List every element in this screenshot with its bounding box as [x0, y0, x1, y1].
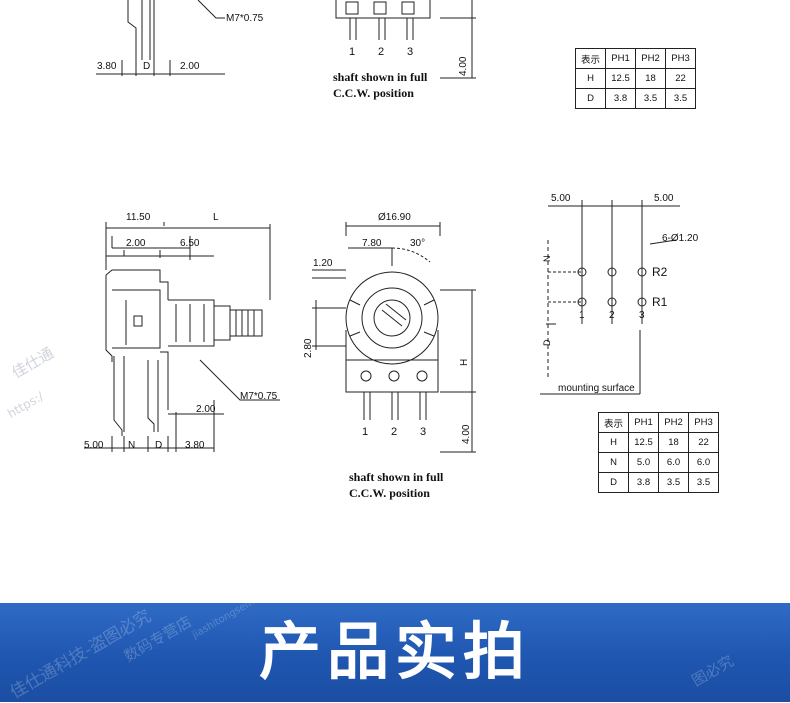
table-header-cell: 表示 [575, 48, 606, 69]
spec-table-bottom: 表示 PH1 PH2 PH3 H 12.5 18 22 N 5.0 6.0 6.… [598, 412, 719, 493]
dim-n: N [128, 440, 136, 451]
table-cell: H [598, 432, 629, 453]
table-cell: H [575, 68, 606, 89]
pcb-pin-1: 1 [579, 310, 585, 321]
table-row: D 3.8 3.5 3.5 [575, 88, 696, 109]
shaft-note-line2: C.C.W. position [333, 86, 414, 100]
pcb-dim-5-00-left: 5.00 [551, 193, 571, 204]
front-shaft-note-line1: shaft shown in full [349, 470, 444, 484]
table-cell: N [598, 452, 629, 473]
table-header-row: 表示 PH1 PH2 PH3 [575, 48, 696, 69]
table-header-cell: PH1 [628, 412, 659, 433]
dim-d-side: D [155, 440, 163, 451]
thread-label: M7*0.75 [226, 13, 264, 24]
front-shaft-note-line2: C.C.W. position [349, 486, 430, 500]
table-cell: 3.5 [658, 472, 689, 493]
dim-1-20: 1.20 [313, 258, 333, 269]
hole-spec: 6-Ø1.20 [662, 233, 699, 244]
dim-4-00: 4.00 [458, 56, 469, 76]
mounting-surface-label: mounting surface [558, 383, 635, 394]
table-header-cell: PH2 [658, 412, 689, 433]
table-cell: 3.8 [628, 472, 659, 493]
dim-h: H [459, 358, 470, 366]
pcb-view [540, 200, 680, 395]
table-row: H 12.5 18 22 [575, 68, 696, 89]
side-view [84, 222, 280, 452]
dim-3-80: 3.80 [97, 61, 117, 72]
table-cell: 18 [635, 68, 666, 89]
dim-2-80: 2.80 [303, 338, 314, 358]
pin-3-label: 3 [407, 46, 414, 58]
dim-6-50: 6.50 [180, 238, 200, 249]
pin-1-label: 1 [349, 46, 356, 58]
table-cell: D [575, 88, 606, 109]
table-cell: 5.0 [628, 452, 659, 473]
pin-2-label: 2 [378, 46, 385, 58]
table-cell: 6.0 [658, 452, 689, 473]
pcb-dim-5-00-right: 5.00 [654, 193, 674, 204]
pcb-pin-3: 3 [639, 310, 645, 321]
front-pin-1: 1 [362, 426, 369, 438]
dim-2-00: 2.00 [180, 61, 200, 72]
front-pin-2: 2 [391, 426, 398, 438]
table-cell: 3.5 [635, 88, 666, 109]
section-title: 产品实拍 [258, 615, 531, 688]
dim-11-50: 11.50 [126, 212, 151, 223]
dim-l: L [213, 212, 219, 223]
table-header-row: 表示 PH1 PH2 PH3 [598, 412, 719, 433]
table-header-cell: PH1 [605, 48, 636, 69]
table-row: N 5.0 6.0 6.0 [598, 452, 719, 473]
table-header-cell: PH2 [635, 48, 666, 69]
dim-2-00-a: 2.00 [126, 238, 146, 249]
angle-30: 30° [410, 238, 426, 249]
section-banner [0, 603, 790, 702]
spec-table-top: 表示 PH1 PH2 PH3 H 12.5 18 22 D 3.8 3.5 3.… [575, 48, 696, 109]
front-view [312, 222, 476, 453]
table-cell: 22 [688, 432, 719, 453]
table-cell: 3.8 [605, 88, 636, 109]
r1-label: R1 [652, 295, 668, 309]
table-cell: 3.5 [665, 88, 696, 109]
pcb-dim-d: D [542, 339, 552, 347]
table-row: D 3.8 3.5 3.5 [598, 472, 719, 493]
dim-2-00-b: 2.00 [196, 404, 216, 415]
pcb-pin-2: 2 [609, 310, 615, 321]
table-cell: D [598, 472, 629, 493]
dim-5-00: 5.00 [84, 440, 104, 451]
table-cell: 18 [658, 432, 689, 453]
table-header-cell: PH3 [688, 412, 719, 433]
table-cell: 12.5 [628, 432, 659, 453]
top-front-view-fragment [335, 0, 476, 79]
dia-16-90: Ø16.90 [378, 212, 411, 223]
thread-label-side: M7*0.75 [240, 391, 278, 402]
top-side-view-fragment [96, 0, 225, 76]
table-cell: 12.5 [605, 68, 636, 89]
dim-3-80-side: 3.80 [185, 440, 205, 451]
dim-4-00-front: 4.00 [461, 424, 472, 444]
pcb-dim-n: N [542, 255, 552, 263]
table-header-cell: 表示 [598, 412, 629, 433]
shaft-note-line1: shaft shown in full [333, 70, 428, 84]
table-cell: 3.5 [688, 472, 719, 493]
table-cell: 6.0 [688, 452, 719, 473]
r2-label: R2 [652, 265, 668, 279]
table-row: H 12.5 18 22 [598, 432, 719, 453]
table-cell: 22 [665, 68, 696, 89]
dim-7-80: 7.80 [362, 238, 382, 249]
table-header-cell: PH3 [665, 48, 696, 69]
dim-d: D [143, 61, 151, 72]
front-pin-3: 3 [420, 426, 427, 438]
